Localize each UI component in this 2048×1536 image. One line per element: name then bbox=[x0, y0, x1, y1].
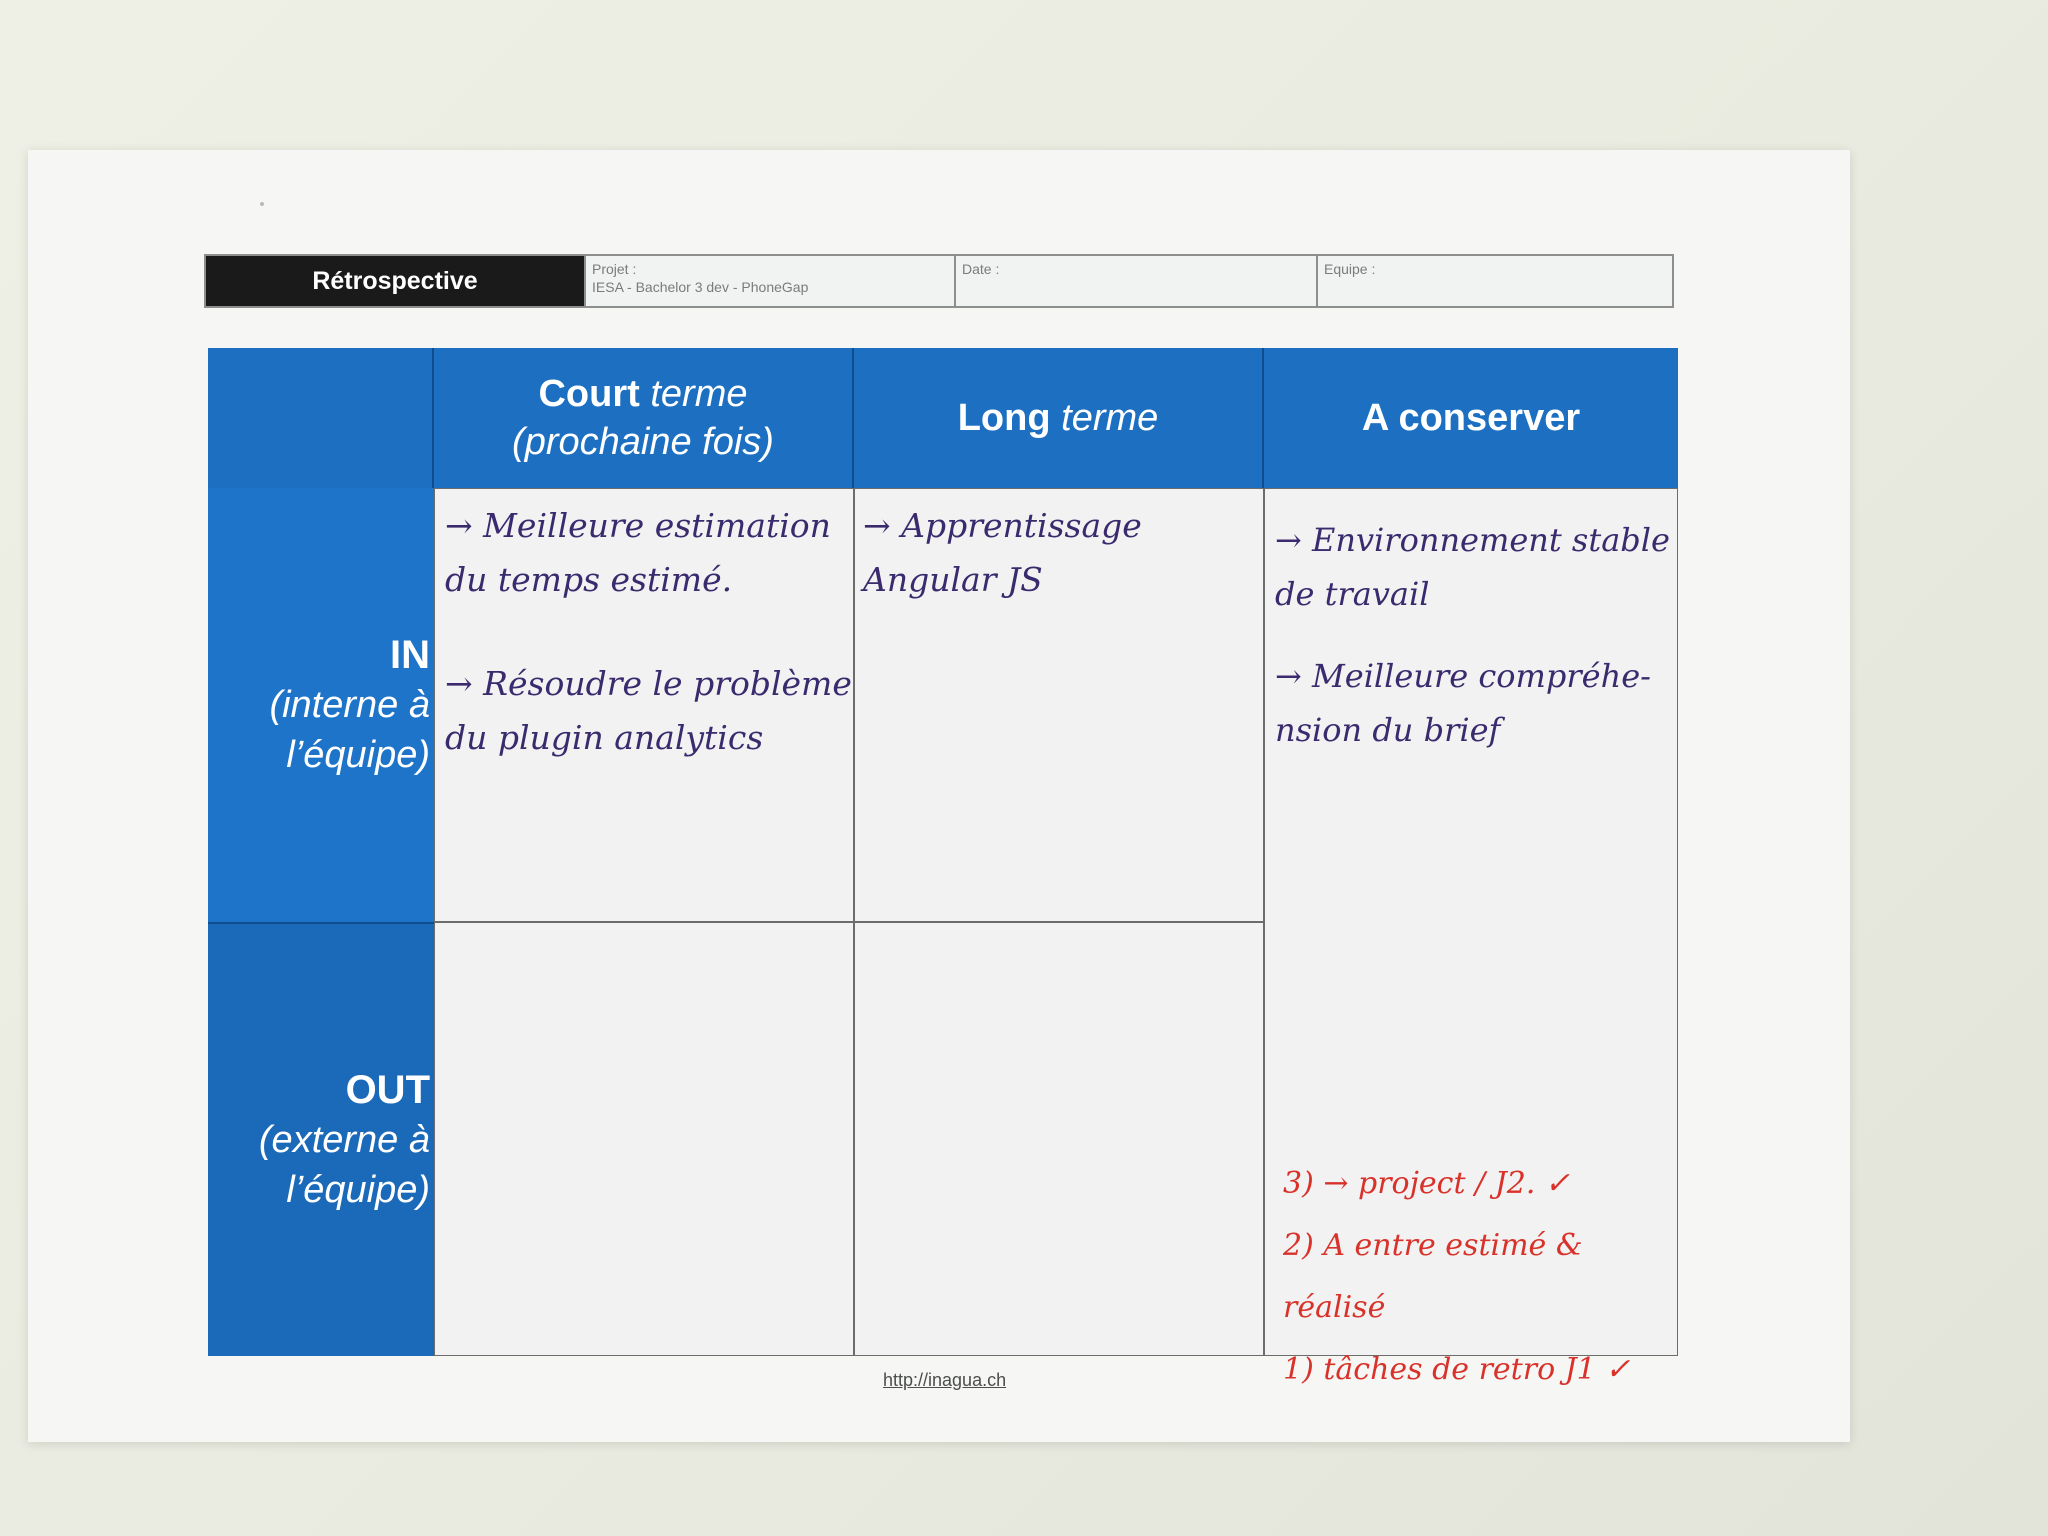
cell-out-court-terme bbox=[434, 922, 854, 1356]
cell-out-long-terme bbox=[854, 922, 1264, 1356]
court-sub: (prochaine fois) bbox=[512, 421, 774, 463]
handwritten-note: → Environnement stable de travail bbox=[1275, 521, 1670, 613]
equipe-field: Equipe : bbox=[1316, 256, 1672, 306]
cell-in-court-terme: → Meilleure estimation du temps estimé. … bbox=[434, 488, 854, 922]
handwritten-note: → Meilleure estimation du temps estimé. bbox=[445, 506, 831, 599]
handwritten-note: → Résoudre le problème du plugin analyti… bbox=[445, 664, 852, 757]
court-bold: Court bbox=[538, 373, 640, 415]
sheet-title: Rétrospective bbox=[206, 256, 584, 306]
court-italic: terme bbox=[650, 373, 748, 415]
wall-mark bbox=[260, 202, 264, 206]
footer-link[interactable]: http://inagua.ch bbox=[883, 1370, 1007, 1390]
out-title: OUT bbox=[345, 1068, 430, 1112]
in-title: IN bbox=[390, 633, 430, 677]
conserver-label: A conserver bbox=[1361, 397, 1581, 439]
handwritten-note: → Apprentissage Angular JS bbox=[863, 506, 1142, 599]
in-sub1: (interne à bbox=[269, 684, 430, 726]
equipe-label: Equipe : bbox=[1324, 261, 1376, 277]
date-field: Date : bbox=[954, 256, 1316, 306]
long-bold: Long bbox=[957, 397, 1051, 439]
projet-field: Projet : IESA - Bachelor 3 dev - PhoneGa… bbox=[584, 256, 954, 306]
projet-value: IESA - Bachelor 3 dev - PhoneGap bbox=[592, 279, 809, 295]
cell-a-conserver: → Environnement stable de travail → Meil… bbox=[1264, 488, 1678, 1387]
column-header-long-terme: Long terme bbox=[854, 348, 1264, 488]
retrospective-sheet: Rétrospective Projet : IESA - Bachelor 3… bbox=[28, 150, 1850, 1442]
row-header-in: IN (interne à l’équipe) bbox=[208, 488, 434, 922]
out-sub1: (externe à bbox=[258, 1119, 430, 1161]
long-italic: terme bbox=[1061, 397, 1159, 439]
retro-grid: Court terme (prochaine fois) Long terme … bbox=[208, 348, 1678, 1387]
handwritten-action-list: 3) → project / J2. ✓ 2) A entre estimé &… bbox=[1283, 1166, 1631, 1387]
in-sub2: l’équipe) bbox=[286, 734, 430, 776]
column-header-court-terme: Court terme (prochaine fois) bbox=[434, 348, 854, 488]
column-header-a-conserver: A conserver bbox=[1264, 348, 1678, 488]
out-sub2: l’équipe) bbox=[286, 1169, 430, 1211]
cell-in-long-terme: → Apprentissage Angular JS bbox=[854, 488, 1264, 922]
projet-label: Projet : bbox=[592, 261, 637, 277]
header-bar: Rétrospective Projet : IESA - Bachelor 3… bbox=[204, 254, 1674, 308]
corner-cell bbox=[208, 348, 434, 488]
date-label: Date : bbox=[962, 261, 1000, 277]
handwritten-note: → Meilleure compréhe- nsion du brief bbox=[1275, 657, 1651, 749]
row-header-out: OUT (externe à l’équipe) bbox=[208, 922, 434, 1356]
